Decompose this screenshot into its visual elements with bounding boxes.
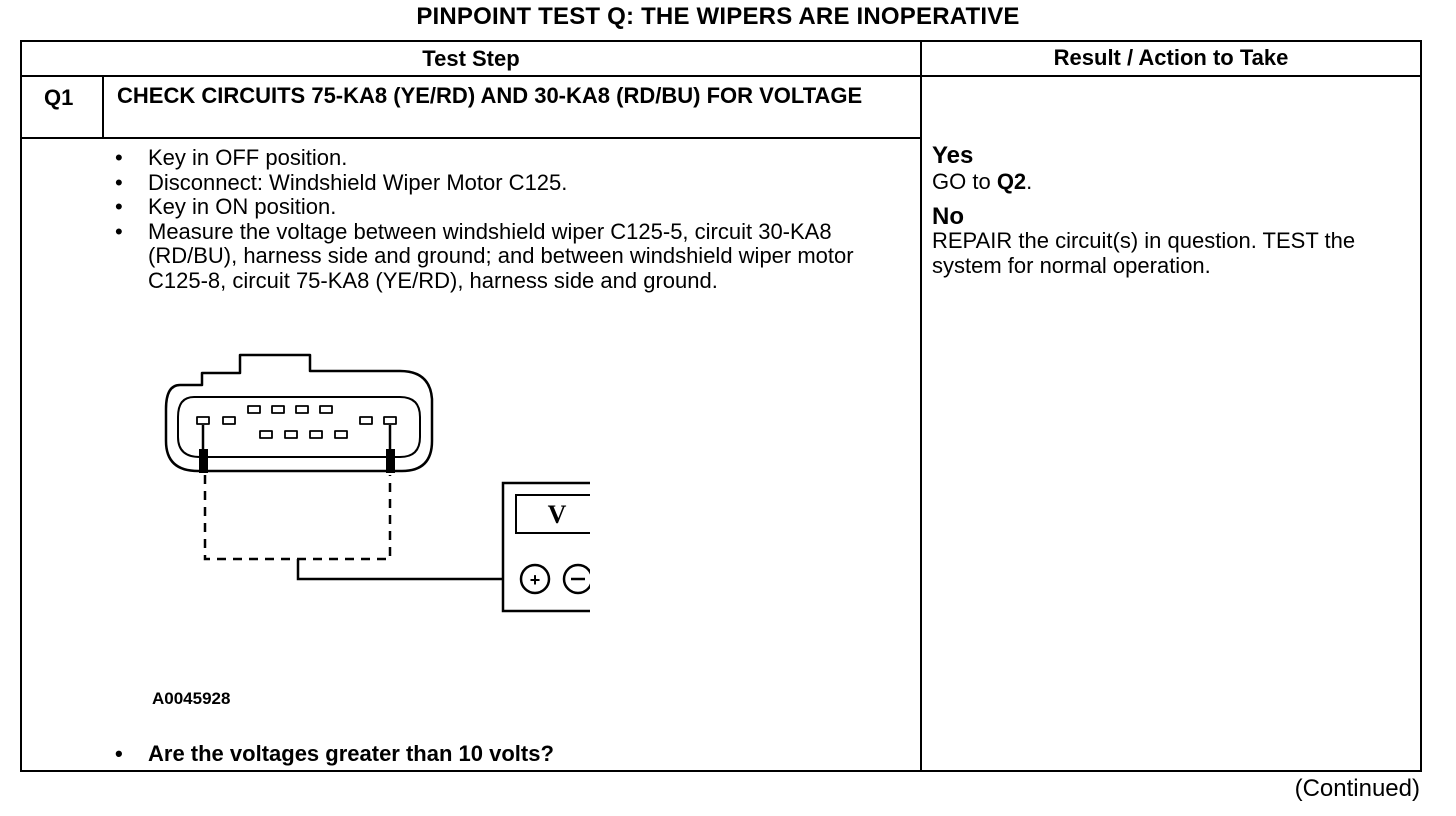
instruction-item: •Measure the voltage between windshield … [115, 218, 854, 293]
voltmeter-symbol: V [548, 500, 567, 529]
yes-label: Yes [932, 142, 974, 169]
connector-pin [259, 430, 273, 439]
pinpoint-test-table: Test Step Result / Action to Take Q1 CHE… [20, 40, 1422, 772]
connector-pin [319, 405, 333, 414]
no-action: REPAIR the circuit(s) in question. TEST … [932, 228, 1356, 278]
connector-pin [196, 416, 210, 425]
connector-pin [295, 405, 309, 414]
voltage-test-diagram: V + [164, 353, 590, 613]
positive-lead [296, 559, 518, 581]
no-label: No [932, 203, 964, 230]
header-divider [22, 75, 1420, 77]
header-test-step: Test Step [422, 46, 520, 71]
connector-shell [164, 353, 434, 473]
page-title: PINPOINT TEST Q: THE WIPERS ARE INOPERAT… [416, 3, 1020, 30]
probe-tip-left [199, 449, 208, 473]
step-title-divider [22, 137, 920, 139]
instruction-item: •Key in OFF position. [115, 145, 348, 170]
step-id: Q1 [44, 85, 74, 110]
bullet: • [115, 169, 123, 195]
step-title: CHECK CIRCUITS 75-KA8 (YE/RD) AND 30-KA8… [117, 83, 863, 108]
plus-symbol: + [530, 570, 541, 590]
connector-inner [177, 396, 421, 458]
instruction-item: •Disconnect: Windshield Wiper Motor C125… [115, 169, 568, 195]
step-question: •Are the voltages greater than 10 volts? [115, 741, 554, 766]
voltmeter-display [515, 494, 590, 534]
bullet: • [115, 194, 123, 219]
connector-pin [271, 405, 285, 414]
header-result-action: Result / Action to Take [1053, 45, 1289, 70]
connector-pin [309, 430, 323, 439]
column-divider [920, 42, 922, 770]
figure-id: A0045928 [152, 689, 231, 708]
probe-tip-right [386, 449, 395, 473]
connector-pin [247, 405, 261, 414]
positive-terminal [519, 563, 551, 595]
connector-pin [359, 416, 373, 425]
continued-note: (Continued) [1294, 775, 1420, 802]
instruction-list: •Key in OFF position. •Disconnect: Winds… [115, 145, 895, 293]
bullet: • [115, 741, 123, 766]
goto-step-link[interactable]: Q2 [996, 169, 1027, 194]
bullet: • [115, 218, 123, 244]
connector-pin [284, 430, 298, 439]
step-id-divider [102, 75, 104, 139]
dashed-wire [203, 475, 392, 561]
instruction-item: •Key in ON position. [115, 194, 337, 219]
yes-action: GO to Q2. [932, 169, 1033, 194]
connector-pin [383, 416, 397, 425]
connector-pin [334, 430, 348, 439]
connector-pin [222, 416, 236, 425]
bullet: • [115, 145, 123, 170]
